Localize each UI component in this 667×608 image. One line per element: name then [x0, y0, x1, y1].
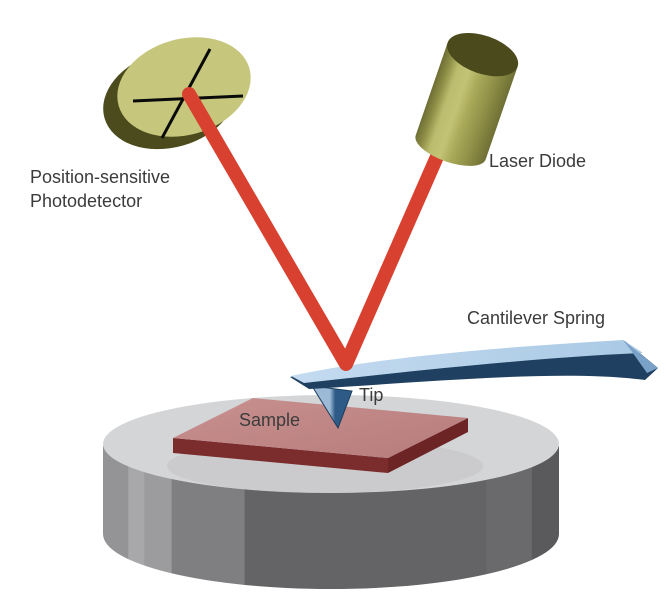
- tip-cone: [311, 385, 353, 430]
- cantilever-top-face: [291, 340, 643, 383]
- photodetector: [103, 37, 251, 150]
- cantilever-end-bevel: [623, 340, 658, 373]
- photodetector-label: Position-sensitive Photodetector: [30, 165, 170, 213]
- cantilever: [290, 340, 658, 389]
- photodetector-face: [117, 37, 251, 137]
- sample-right-face: [388, 418, 468, 473]
- cantilever-spring-label: Cantilever Spring: [467, 308, 606, 328]
- photodetector-label-line1: Position-sensitive: [30, 167, 171, 187]
- tip-label: Tip: [359, 385, 384, 405]
- sample-top-face: [173, 398, 468, 458]
- laser-beam: [182, 87, 450, 371]
- laser-diode-label: Laser Diode: [489, 151, 587, 171]
- sample-slab: [173, 398, 468, 473]
- sample-label: Sample: [239, 410, 301, 430]
- laser-diode-top: [447, 32, 519, 77]
- photodetector-label-line2: Photodetector: [30, 191, 143, 211]
- sample-front-face: [173, 438, 388, 473]
- laser-diode: [415, 32, 519, 166]
